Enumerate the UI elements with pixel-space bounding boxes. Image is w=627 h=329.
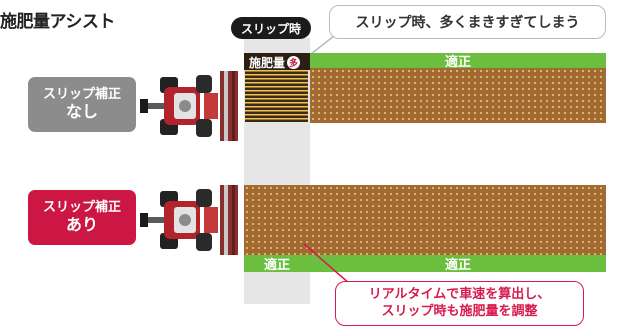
- label-correction-on-line1: スリップ補正: [42, 199, 121, 215]
- tractor-icon: [140, 185, 238, 255]
- label-correction-off: スリップ補正 なし: [28, 77, 136, 132]
- callout-correction-line1: リアルタイムで車速を算出し、: [368, 286, 551, 302]
- callout-pointer-bottom: [303, 243, 351, 285]
- fertilizer-label-text: 施肥量: [249, 56, 286, 70]
- slip-badge: スリップ時: [231, 17, 311, 39]
- callout-overapplication: スリップ時、多くまきすぎてしまう: [329, 5, 606, 39]
- green-strip-bottom-slip: 適正: [244, 255, 310, 273]
- callout-correction: リアルタイムで車速を算出し、 スリップ時も施肥量を調整: [335, 281, 584, 326]
- fertilizer-rate-label: 施肥量 多: [249, 54, 301, 71]
- field-top-slip-dense: [245, 70, 308, 122]
- label-correction-on: スリップ補正 あり: [28, 190, 136, 245]
- field-bottom: [244, 185, 606, 255]
- label-correction-off-line1: スリップ補正: [42, 86, 121, 102]
- green-strip-label: 適正: [444, 55, 471, 70]
- label-correction-off-line2: なし: [65, 101, 98, 121]
- green-strip-top: 適正: [310, 53, 606, 70]
- page-title: 施肥量アシスト: [0, 12, 115, 32]
- callout-correction-line2: スリップ時も施肥量を調整: [381, 303, 538, 319]
- green-strip-bottom-slip-label: 適正: [263, 258, 290, 273]
- green-strip-bottom: 適正: [310, 255, 606, 273]
- excess-icon: 多: [287, 56, 301, 69]
- green-strip-bottom-label: 適正: [444, 258, 471, 273]
- field-top: [310, 68, 606, 123]
- tractor-icon: [140, 71, 238, 141]
- label-correction-on-line2: あり: [65, 214, 98, 234]
